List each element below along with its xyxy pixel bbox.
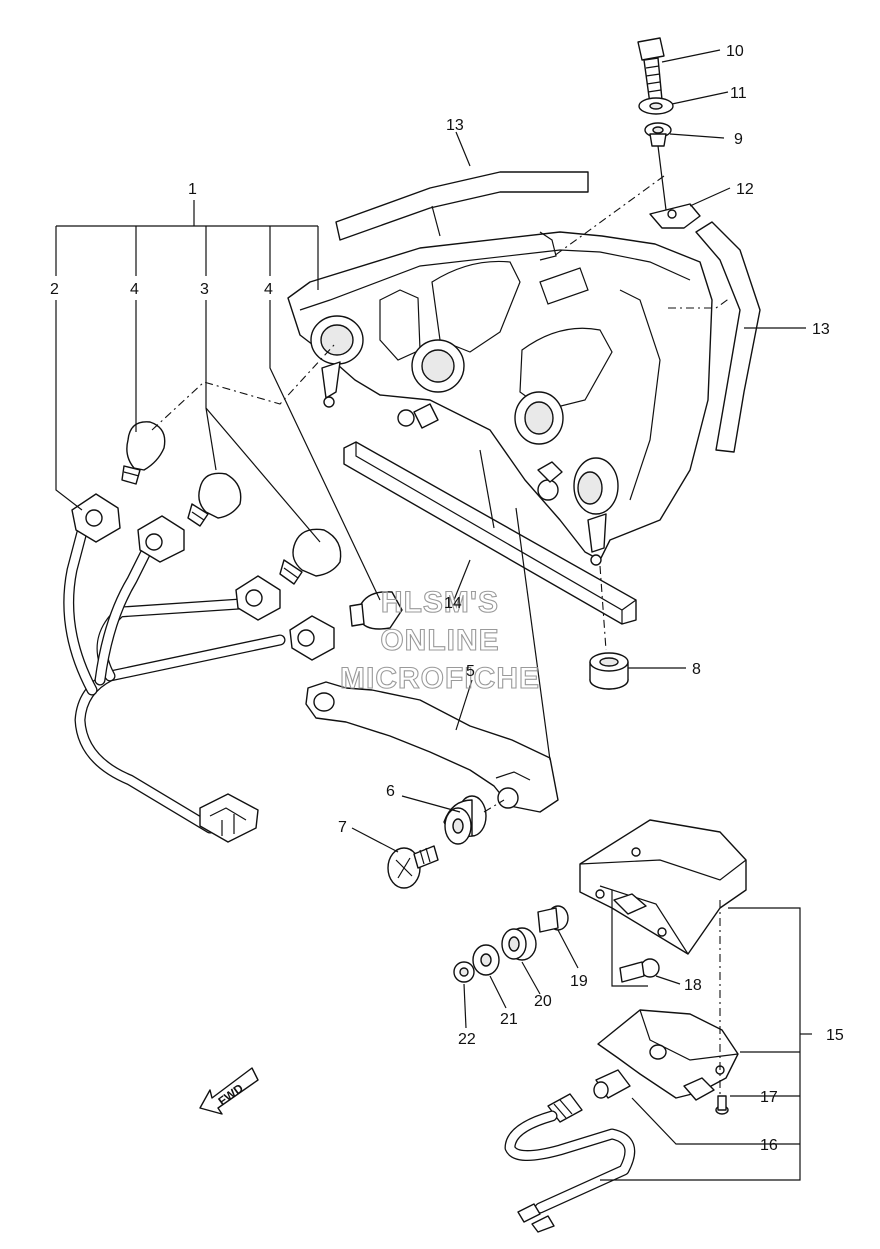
callout-18: 18 bbox=[684, 977, 702, 994]
bolt-10 bbox=[637, 37, 665, 105]
bulb-16 bbox=[593, 1069, 631, 1099]
bulb-3 bbox=[187, 472, 242, 527]
callout-2: 2 bbox=[50, 281, 59, 298]
watermark-line-1: HLSM'S bbox=[381, 586, 499, 619]
callout-5: 5 bbox=[466, 663, 475, 680]
wire-harness bbox=[63, 493, 335, 843]
callout-4-left: 4 bbox=[130, 281, 139, 298]
callout-12: 12 bbox=[736, 181, 754, 198]
washer-11 bbox=[638, 97, 674, 115]
trim-strip-top bbox=[335, 171, 589, 241]
callout-22: 22 bbox=[458, 1031, 476, 1048]
callout-13-top: 13 bbox=[446, 117, 464, 134]
license-light-cover bbox=[579, 819, 747, 955]
collar-9 bbox=[644, 122, 672, 147]
callout-10: 10 bbox=[726, 43, 744, 60]
nut-clip-12 bbox=[649, 203, 701, 229]
screw-7 bbox=[387, 845, 439, 889]
bulb-4-lower bbox=[279, 528, 342, 585]
tail-light-housing bbox=[287, 231, 713, 566]
rubber-damper bbox=[589, 652, 629, 690]
callout-11: 11 bbox=[730, 85, 747, 102]
leader-lines bbox=[55, 49, 812, 1181]
watermark-line-3: MICROFICHE bbox=[340, 662, 540, 695]
callout-9: 9 bbox=[734, 131, 743, 148]
callout-8: 8 bbox=[692, 661, 701, 678]
callout-6: 6 bbox=[386, 783, 395, 800]
washer-21 bbox=[472, 944, 500, 976]
license-light-base bbox=[597, 1009, 739, 1101]
collar-19 bbox=[537, 905, 569, 933]
trim-strip-right bbox=[695, 221, 761, 453]
callout-4-right: 4 bbox=[264, 281, 273, 298]
watermark: HLSM'S ONLINE MICROFICHE bbox=[339, 585, 540, 695]
callout-15: 15 bbox=[826, 1027, 844, 1044]
callout-3: 3 bbox=[200, 281, 209, 298]
watermark-line-2: ONLINE bbox=[380, 624, 499, 657]
callout-19: 19 bbox=[570, 973, 588, 990]
bracket-5 bbox=[305, 681, 559, 813]
callout-16: 16 bbox=[760, 1137, 778, 1154]
callout-labels: 1 2 3 4 4 5 6 7 8 9 10 11 12 13 13 14 15… bbox=[50, 43, 844, 1154]
bulb-14-dashed-area bbox=[349, 591, 403, 630]
callout-14: 14 bbox=[444, 595, 462, 612]
fwd-direction-arrow: FWD bbox=[199, 1067, 259, 1115]
bulb-4-upper bbox=[121, 421, 166, 485]
callout-20: 20 bbox=[534, 993, 552, 1010]
callout-17: 17 bbox=[760, 1089, 778, 1106]
grommet-20 bbox=[501, 927, 537, 961]
nut-22 bbox=[453, 961, 475, 983]
socket-wire-16 bbox=[504, 1093, 636, 1233]
screw-17 bbox=[715, 1095, 729, 1115]
screw-18 bbox=[619, 958, 660, 983]
callout-21: 21 bbox=[500, 1011, 518, 1028]
grommet-6 bbox=[443, 795, 487, 845]
callout-7: 7 bbox=[338, 819, 347, 836]
foam-strip bbox=[343, 441, 637, 625]
callout-1: 1 bbox=[188, 181, 197, 198]
callout-13-right: 13 bbox=[812, 321, 830, 338]
